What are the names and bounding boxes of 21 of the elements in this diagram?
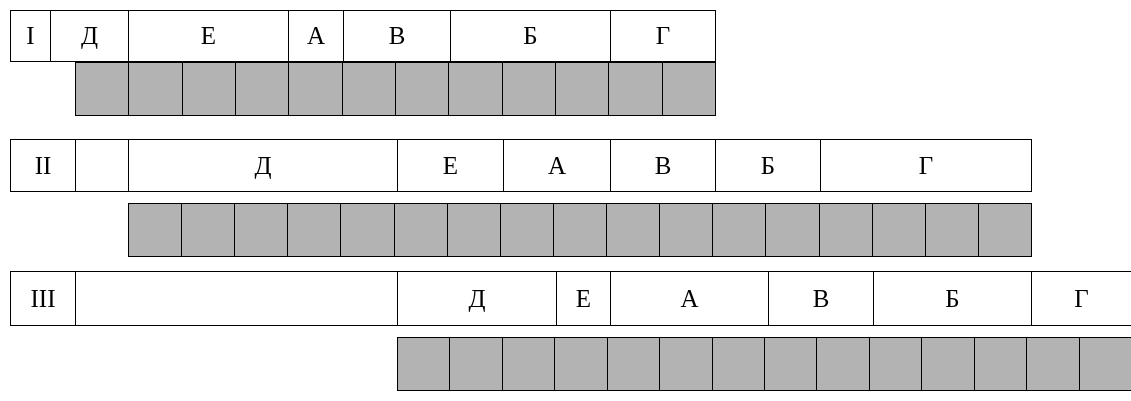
stage-cell: Г [610,10,716,62]
stage-cell: Е [128,10,289,62]
stage-cell: В [768,271,874,326]
stage-cell: Е [556,271,611,326]
stage-cell: Д [128,139,398,192]
row-number-cell: I [10,10,51,62]
row-number-cell: III [10,271,76,326]
stage-cell: А [288,10,344,62]
stage-cell: Г [820,139,1032,192]
stage-cell: Г [1031,271,1131,326]
stage-cell: В [610,139,716,192]
row-number-cell: II [10,139,76,192]
stage-cell: А [503,139,611,192]
stage-cell: А [610,271,769,326]
stage-cell: В [343,10,451,62]
stage-cell: Д [50,10,129,62]
stage-cell: Е [397,139,504,192]
stage-cell: Б [873,271,1032,326]
stage-cell: Б [450,10,611,62]
stage-cell: Б [715,139,821,192]
stage-cell: Д [397,271,557,326]
